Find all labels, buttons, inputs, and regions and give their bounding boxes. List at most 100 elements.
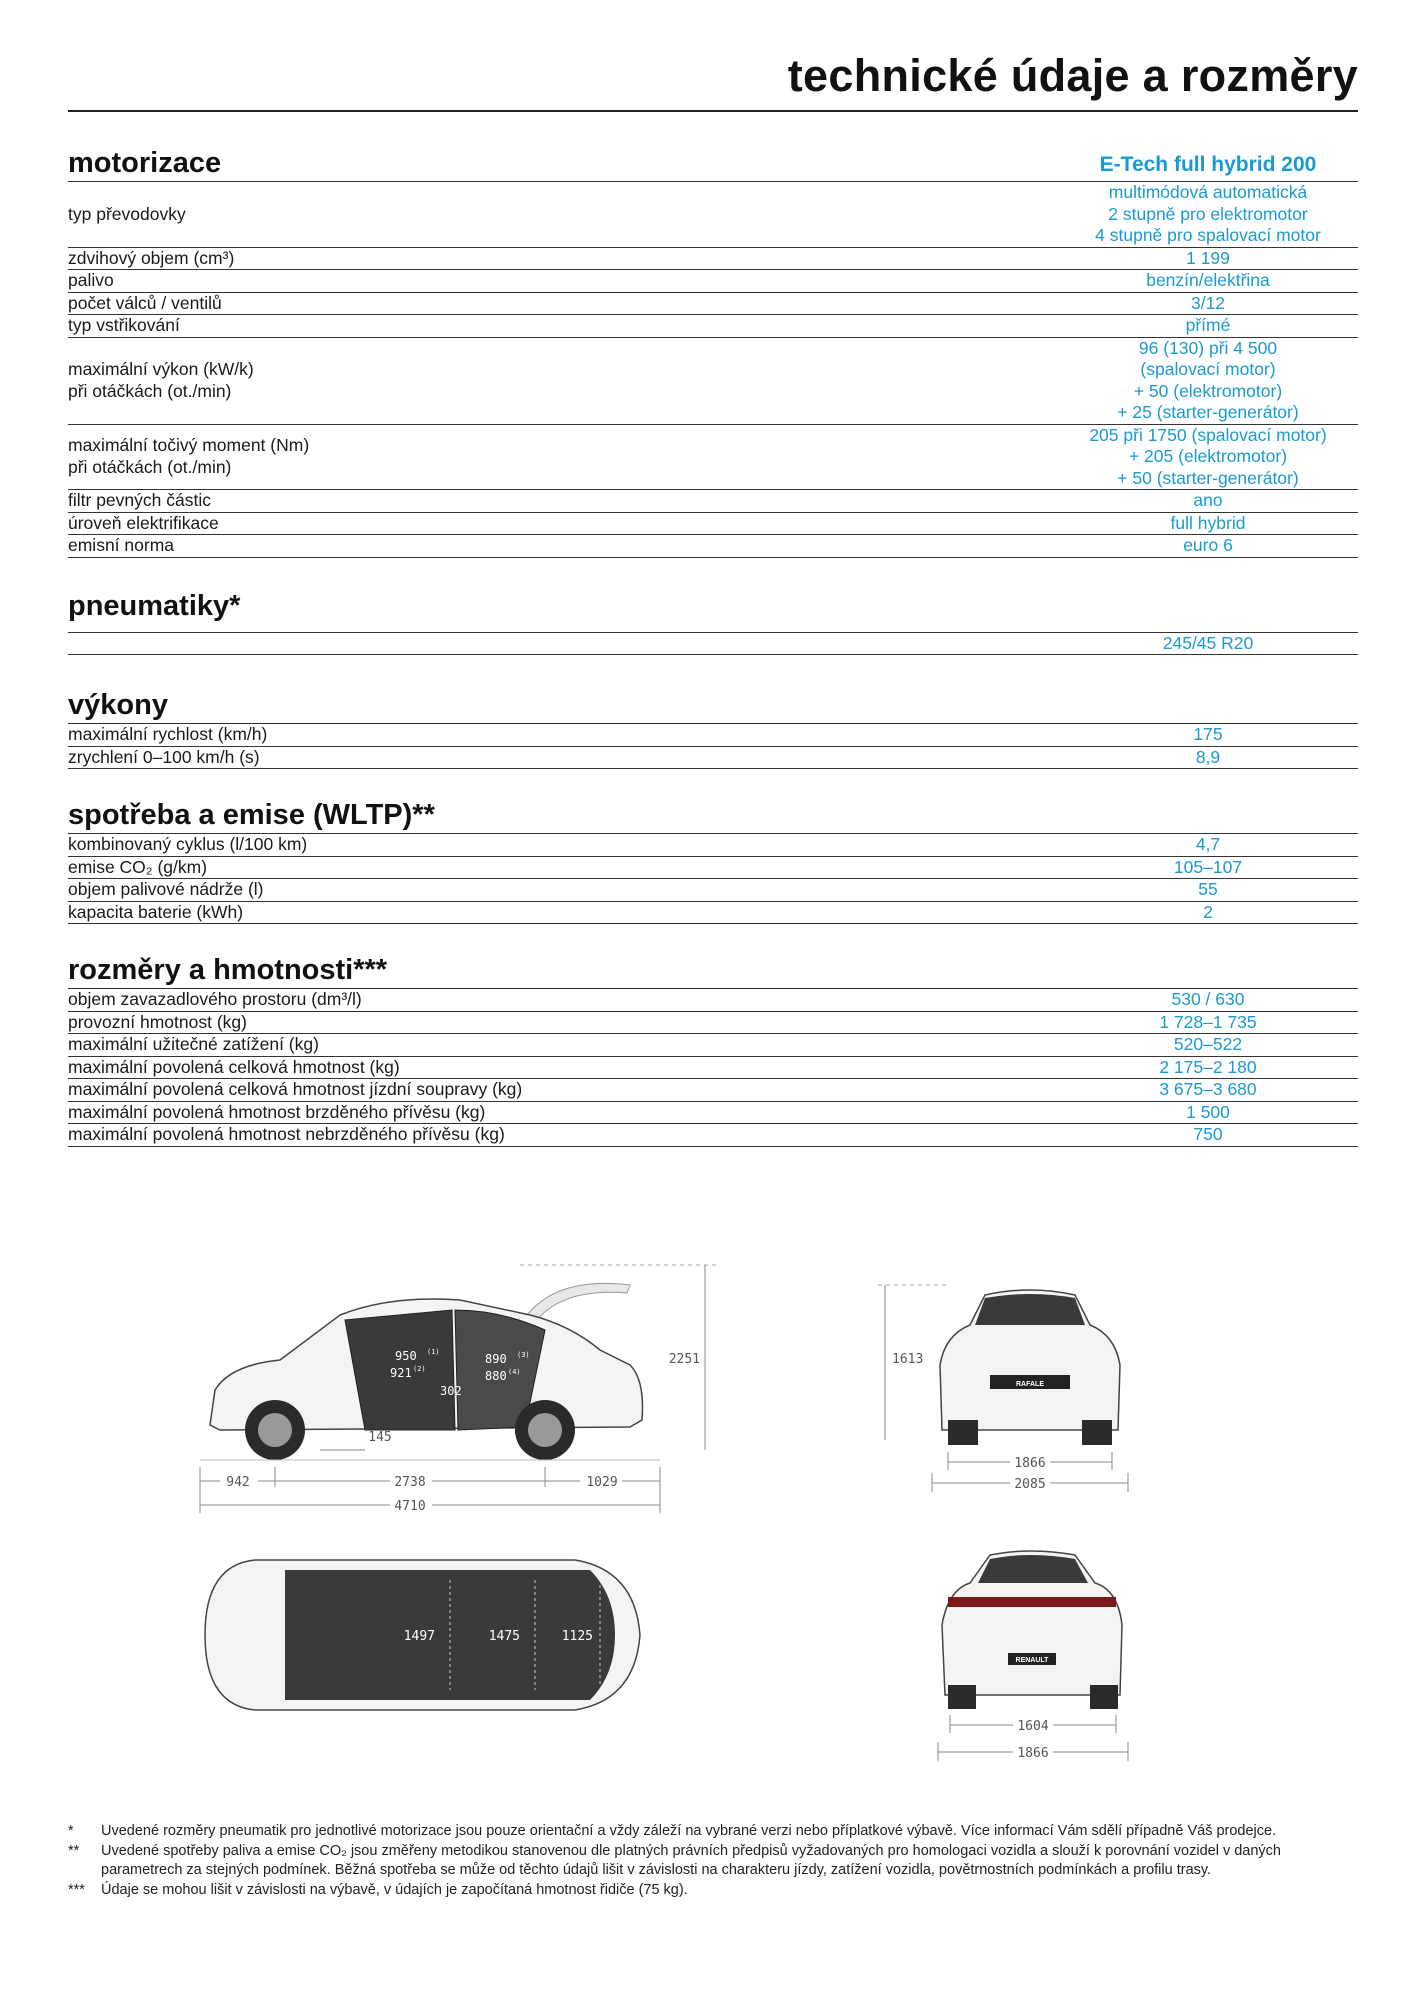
dim-trunk-width: 1125 [562,1629,593,1644]
specs-table: motorizace E-Tech full hybrid 200 typ př… [68,145,1358,1147]
dim-headroom-4-note: (4) [508,1368,521,1376]
section-motorizace: motorizace E-Tech full hybrid 200 typ př… [68,145,1358,558]
row-value: 55 [1198,879,1218,899]
row-value: ano [1193,490,1223,510]
table-row: kapacita baterie (kWh)2 [68,901,1358,924]
table-row: objem palivové nádrže (l) 55 [68,879,1358,902]
table-row: provozní hmotnost (kg)1 728–1 735 [68,1011,1358,1034]
row-label: maximální povolená hmotnost nebrzděného … [68,1124,505,1144]
table-row: emise CO₂ (g/km) 105–107 [68,856,1358,879]
dim-headroom-1: 950 [395,1349,417,1363]
row-label: maximální povolená celková hmotnost (kg) [68,1056,400,1077]
row-label: objem zavazadlového prostoru (dm³/l) [68,989,362,1009]
row-label: kombinovaný cyklus (l/100 km) [68,834,308,854]
row-value: 1 199 [1186,247,1230,268]
row-value: 8,9 [1195,746,1221,767]
dim-headroom-4: 880 [485,1369,507,1383]
row-value: 1 728–1 735 [1159,1011,1257,1032]
dim-front-overhang: 942 [226,1475,249,1490]
car-rear-view: RENAULT 1604 1866 [937,1550,1129,1761]
section-heading: rozměry a hmotnosti*** [68,954,388,986]
table-row: kombinovaný cyklus (l/100 km) 4,7 [68,834,1358,857]
row-label: zrychlení 0–100 km/h (s) [68,746,260,767]
footnotes: * Uvedené rozměry pneumatik pro jednotliv… [68,1822,1358,1900]
footnote-mark: * [68,1823,74,1839]
badge-front: RAFALE [1016,1381,1044,1388]
dim-headroom-2-note: (2) [413,1365,426,1373]
table-row: maximální výkon (kW/k) při otáčkách (ot.… [68,338,1358,425]
footnote-mark: *** [68,1881,85,1898]
row-value: 96 (130) při 4 500 (spalovací motor) + 5… [1117,337,1299,423]
dim-front-height: 1613 [892,1352,923,1367]
dim-front-width: 2085 [1014,1477,1045,1492]
row-value: euro 6 [1183,535,1233,555]
table-row: zrychlení 0–100 km/h (s) 8,9 [68,746,1358,769]
table-row: maximální točivý moment (Nm) při otáčkác… [68,424,1358,490]
row-label: filtr pevných částic [68,490,211,510]
section-heading: spotřeba a emise (WLTP)** [68,799,435,831]
row-value: 105–107 [1173,856,1243,877]
table-row: maximální užitečné zatížení (kg)520–522 [68,1034,1358,1057]
row-label: maximální výkon (kW/k) při otáčkách (ot.… [68,359,254,401]
car-top-view: 1497 1475 1125 [204,1559,641,1711]
footnote-text: Údaje se mohou lišit v závislosti na výb… [101,1881,688,1898]
table-row: filtr pevných částic ano [68,490,1358,513]
page-title: technické údaje a rozměry [787,50,1358,101]
row-label: maximální povolená hmotnost brzděného př… [68,1101,486,1122]
row-value: 245/45 R20 [1162,632,1254,653]
dim-rear-track: 1604 [1017,1719,1048,1734]
engine-name: E-Tech full hybrid 200 [1099,153,1317,176]
dim-rear-width: 1866 [1017,1746,1048,1761]
row-value: 2 [1203,901,1213,922]
section-spotreba: spotřeba a emise (WLTP)** kombinovaný cy… [68,797,1358,924]
table-row: maximální povolená celková hmotnost jízd… [68,1079,1358,1102]
row-value: 2 175–2 180 [1159,1056,1257,1077]
row-label: emisní norma [68,535,175,555]
title-divider [68,110,1358,112]
footnote: *** Údaje se mohou lišit v závislosti na … [68,1881,1358,1901]
row-label: emise CO₂ (g/km) [68,856,208,877]
table-row: maximální povolená hmotnost brzděného př… [68,1101,1358,1124]
row-label: počet válců / ventilů [68,292,222,313]
dim-shoulder-front: 1497 [404,1629,435,1644]
car-front-view: 1613 RAFALE 1866 2085 [878,1284,1129,1492]
dim-front-track: 1866 [1014,1456,1045,1471]
dim-rear-overhang: 1029 [586,1475,617,1490]
row-label: maximální povolená celková hmotnost jízd… [68,1079,523,1099]
row-value: 4,7 [1195,834,1221,854]
dim-ground-clearance: 145 [368,1430,391,1445]
row-value: 530 / 630 [1171,989,1245,1009]
badge-rear: RENAULT [1016,1657,1050,1664]
row-value: přímé [1185,315,1231,335]
row-value: multimódová automatická 2 stupně pro ele… [1095,182,1321,245]
table-row: maximální rychlost (km/h)175 [68,724,1358,747]
row-label: úroveň elektrifikace [68,512,219,533]
section-heading: pneumatiky* [68,589,241,622]
section-heading: motorizace [68,147,222,179]
table-row: palivo benzín/elektřina [68,270,1358,293]
table-row: maximální povolená hmotnost nebrzděného … [68,1124,1358,1147]
section-rozmery: rozměry a hmotnosti*** objem zavazadlové… [68,952,1358,1147]
row-label: palivo [68,270,114,290]
row-value: 205 při 1750 (spalovací motor) + 205 (el… [1089,424,1327,488]
row-label: maximální točivý moment (Nm) při otáčkác… [68,435,310,477]
row-value: benzín/elektřina [1146,270,1270,290]
table-row: objem zavazadlového prostoru (dm³/l) 530 … [68,989,1358,1012]
dim-headroom-2: 921 [390,1366,412,1380]
footnote: ** Uvedené spotřeby paliva a emise CO₂ js… [68,1842,1358,1881]
table-row: 245/45 R20 [68,632,1358,655]
footnote-text: Uvedené spotřeby paliva a emise CO₂ jsou… [101,1842,1281,1879]
dim-length: 4710 [394,1499,425,1514]
footnote-text: Uvedené rozměry pneumatik pro jednotlivé… [101,1823,1277,1839]
car-side-view: 2251 950 (1) 921 (2) 890 (3) 880 (4) 302… [199,1264,720,1514]
row-value: 520–522 [1173,1034,1243,1054]
row-label: zdvihový objem (cm³) [68,247,235,268]
footnote-mark: ** [68,1842,80,1859]
section-heading: výkony [68,689,168,721]
dim-legroom: 302 [440,1384,462,1398]
dimension-drawings: 2251 950 (1) 921 (2) 890 (3) 880 (4) 302… [0,1255,1414,1815]
row-label: objem palivové nádrže (l) [68,879,264,899]
